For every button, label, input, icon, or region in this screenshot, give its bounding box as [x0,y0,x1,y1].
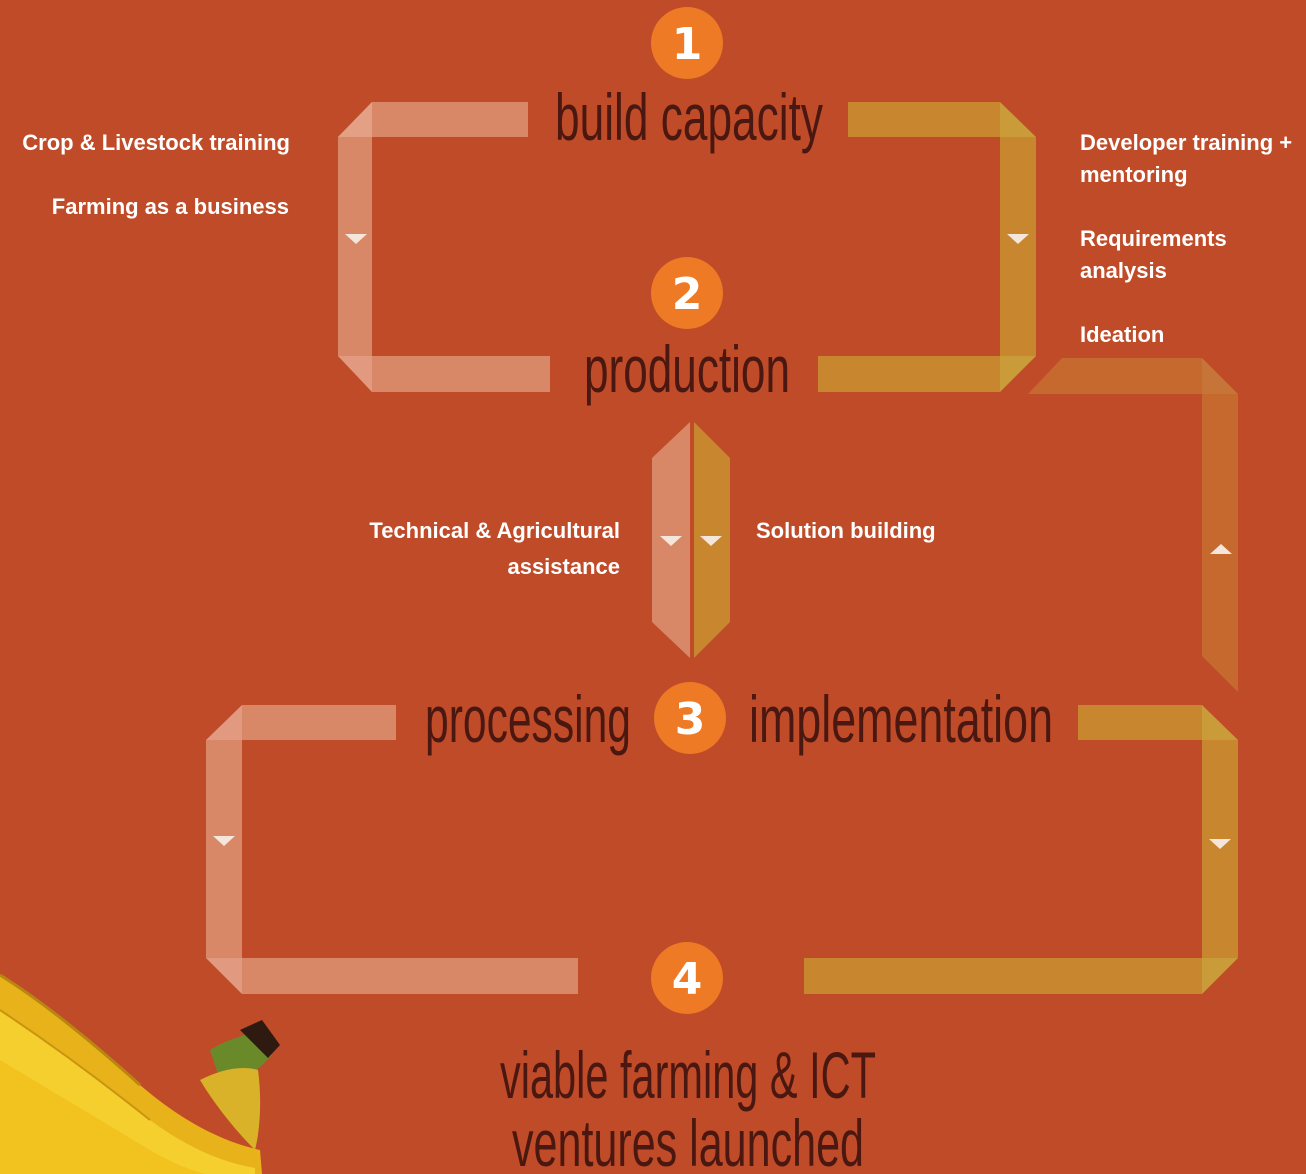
note-developer-training-line2: mentoring [1080,162,1188,187]
note-technical-assistance-line1: Technical & Agricultural [369,518,620,543]
step-2-badge: 2 [651,257,723,329]
stage-1-label: build capacity [555,80,823,154]
step-1-number: 1 [672,19,703,70]
note-crop-livestock-training: Crop & Livestock training [22,130,290,155]
flow-bands [206,102,1238,994]
arrow-down-icon [345,234,367,244]
stage-3-right-label: implementation [749,682,1053,756]
note-ideation: Ideation [1080,322,1164,347]
arrow-down-icon [1209,839,1231,849]
band-return-right [1028,358,1238,692]
stage-2-label: production [584,332,790,406]
band-loop3-left [206,705,578,994]
stage-3-left-label: processing [425,682,631,756]
note-farming-as-business: Farming as a business [52,194,289,219]
band-loop1-left [338,102,550,392]
step-4-badge: 4 [651,942,723,1014]
note-requirements-line1: Requirements [1080,226,1227,251]
note-solution-building: Solution building [756,518,936,543]
arrow-up-icon [1210,544,1232,554]
band-loop1-right [818,102,1036,392]
step-4-number: 4 [672,954,703,1005]
arrow-down-icon [660,536,682,546]
step-3-badge: 3 [654,682,726,754]
note-developer-training-line1: Developer training + [1080,130,1292,155]
arrow-down-icon [1007,234,1029,244]
step-1-badge: 1 [651,7,723,79]
direction-arrows [213,234,1232,849]
step-2-number: 2 [672,269,703,320]
arrow-down-icon [213,836,235,846]
stage-4-label-line1: viable farming & ICT [500,1038,876,1112]
arrow-down-icon [700,536,722,546]
banana-bunch-image [0,973,280,1174]
stage-4-label-line2: ventures launched [512,1106,864,1174]
note-technical-assistance-line2: assistance [507,554,620,579]
note-requirements-line2: analysis [1080,258,1167,283]
step-3-number: 3 [675,694,706,745]
